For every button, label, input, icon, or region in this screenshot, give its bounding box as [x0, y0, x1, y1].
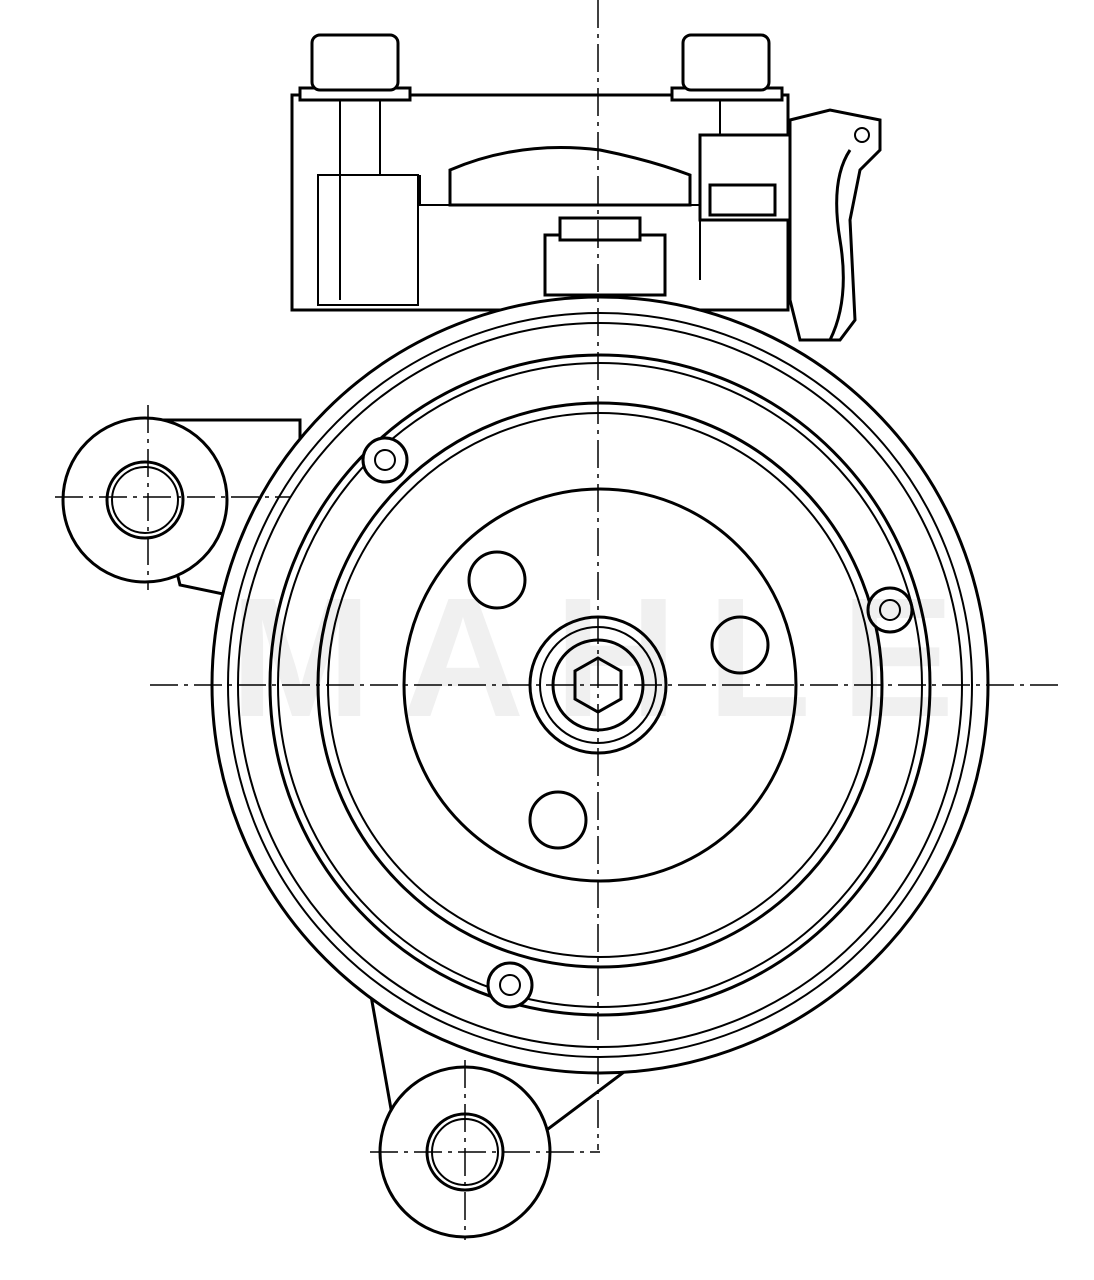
- mounting-bolt-right: [670, 33, 784, 102]
- clutch-screws: [361, 436, 914, 1009]
- top-housing: [290, 93, 882, 342]
- center-lines: [55, 0, 1060, 1240]
- clutch-plate-holes: [467, 550, 770, 850]
- left-mounting-ear: [61, 416, 302, 612]
- mounting-bolt-left: [298, 33, 412, 102]
